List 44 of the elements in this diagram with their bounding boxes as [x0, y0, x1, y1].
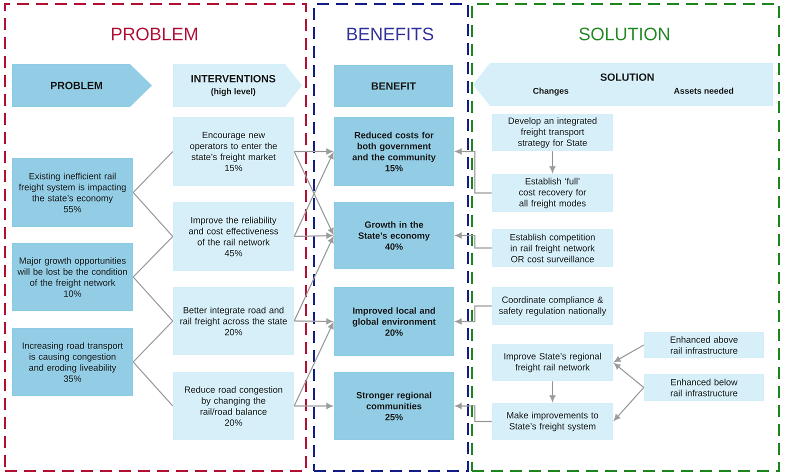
text-box: Improve State’s regional freight rail network [492, 344, 613, 381]
text-box: Develop an integrated freight transport strategy for State [492, 114, 613, 151]
text-box: Improve the reliability and cost effectiveness of the rail network 45% [173, 202, 294, 271]
connector-line [132, 236, 174, 278]
text-box: Reduce road congestion by changing the rail/road balance 20% [173, 372, 294, 440]
arrow [294, 318, 332, 324]
arrow [456, 232, 492, 249]
text-box: Existing inefficient rail freight system is impacting the state’s economy 55% [12, 158, 133, 227]
connector-line [132, 192, 174, 237]
connector-line [132, 276, 174, 322]
text-box: Enhanced below rail infrastructure [644, 374, 764, 401]
chevron-banner: PROBLEM [12, 64, 152, 107]
text-box: Reduced costs for both government and the community 15% [334, 117, 454, 186]
arrow [614, 387, 644, 421]
arrow [294, 403, 332, 409]
text-box: Increasing road transport is causing congestion and eroding liveability 35% [12, 328, 133, 396]
text-box: Make improvements to State’s freight system [492, 403, 613, 440]
arrow [614, 363, 644, 388]
arrow [614, 344, 644, 362]
text-box: Encourage new operators to enter the state’s freight market 15% [173, 117, 294, 186]
text-box: Growth in the State’s economy 40% [334, 202, 454, 269]
connector-line [132, 320, 174, 362]
text-box: Establish ‘full’ cost recovery for all freight modes [492, 174, 613, 212]
arrow [456, 403, 492, 422]
text-box: Major growth opportunities will be lost be the condition of the freight network 10% [12, 243, 133, 311]
text-box: Improved local and global environment 20% [334, 287, 454, 356]
text-box: Coordinate compliance & safety regulation nationally [492, 287, 613, 325]
connector-line [132, 151, 174, 193]
arrow [456, 305, 492, 324]
arrow [550, 381, 556, 402]
chevron-banner: SOLUTION Changes Assets needed [473, 63, 773, 106]
header-box: BENEFIT [334, 65, 453, 107]
chevron-banner: INTERVENTIONS (high level) [173, 64, 302, 107]
text-box: Enhanced above rail infrastructure [644, 332, 764, 358]
arrow [294, 148, 332, 154]
arrow [550, 151, 556, 172]
text-box: Establish competition in rail freight network OR cost surveillance [492, 229, 613, 267]
text-box: Better integrate road and rail freight across the state 20% [173, 287, 294, 355]
arrow [294, 232, 332, 239]
text-box: Stronger regional communities 25% [334, 372, 454, 440]
arrow [294, 236, 334, 322]
arrow [294, 322, 334, 406]
arrow [456, 148, 492, 194]
connector-line [132, 362, 174, 406]
